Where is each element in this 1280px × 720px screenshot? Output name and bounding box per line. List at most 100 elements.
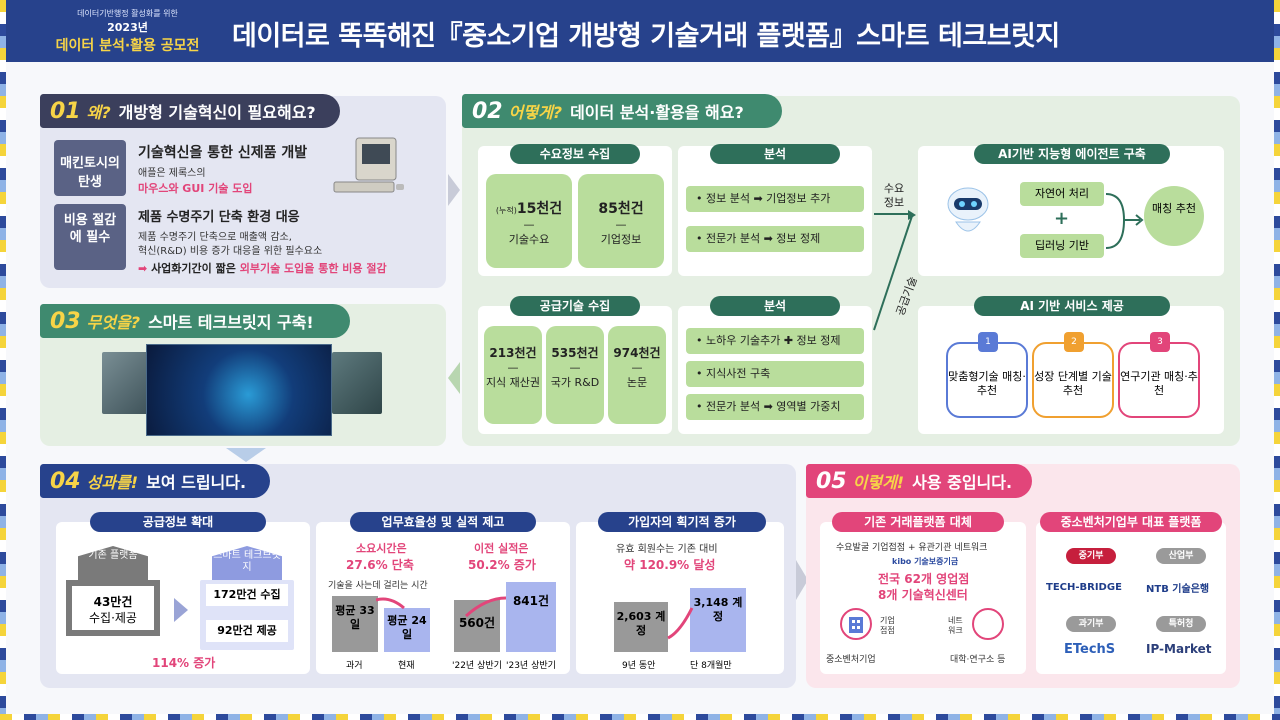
page-title: 데이터로 똑똑해진『중소기업 개방형 기술거래 플랫폼』스마트 테크브릿지 — [232, 21, 1060, 52]
match-circle: 매칭 추천 — [1144, 186, 1204, 246]
section-how-key: 어떻게? — [508, 103, 563, 122]
analysis-step-4: • 지식사전 구축 — [686, 361, 864, 387]
header-bar: 데이터기반행정 활성화를 위한 2023년 데이터 분석·활용 공모전 데이터로… — [0, 0, 1280, 62]
new-provided: 92만건 제공 — [206, 620, 288, 642]
contest-title: 데이터 분석·활용 공모전 — [55, 38, 200, 54]
ip-market-logo: IP-Market — [1146, 642, 1212, 656]
perf-increase: 50.2% 증가 — [468, 558, 536, 572]
line-mouse-gui: 마우스와 GUI 기술 도입 — [138, 182, 253, 195]
contest-badge: 데이터기반행정 활성화를 위한 2023년 데이터 분석·활용 공모전 — [40, 8, 215, 55]
line-apple: 애플은 제록스의 — [138, 168, 206, 179]
service-1: 맞춤형기술 매칭·추천 — [946, 342, 1028, 418]
network-caption: 수요발굴 기업접점 + 유관기관 네트워크 — [836, 543, 988, 553]
bar-2022-label: '22년 상반기 — [452, 661, 502, 671]
demand-stat-2: 85천건—기업정보 — [578, 174, 664, 268]
arrow-right-icon-2 — [796, 560, 808, 600]
mss-tag: 중기부 — [1066, 548, 1116, 564]
analysis-pill-2: 분석 — [710, 296, 840, 316]
screenshot-right — [332, 352, 382, 414]
ntb-logo: NTB 기술은행 — [1146, 584, 1210, 595]
supply-stat-3: 974천건—논문 — [608, 326, 666, 424]
section-why-key: 왜? — [86, 103, 111, 122]
nlp-box: 자연어 처리 — [1020, 182, 1104, 206]
plus-icon: + — [1054, 208, 1070, 229]
contest-subtitle: 데이터기반행정 활성화를 위한 — [77, 9, 178, 18]
new-collected: 172만건 수집 — [206, 584, 288, 606]
univ-label: 대학·연구소 등 — [950, 655, 1006, 665]
arrow-right-icon — [448, 174, 460, 206]
touch-label: 기업 접점 — [880, 616, 895, 635]
line-rd-cost: 혁신(R&D) 비용 증가 대응을 위한 필수요소 — [138, 246, 323, 257]
robot-icon — [936, 180, 1000, 244]
center-count: 8개 기술혁신센터 — [878, 588, 968, 602]
demand-pill: 수요정보 수집 — [510, 144, 640, 164]
platform-screenshot[interactable] — [146, 344, 332, 436]
service-1-num: 1 — [978, 332, 998, 352]
bottom-border — [0, 714, 1280, 720]
members-curve — [667, 607, 694, 640]
ai-service-pill: AI 기반 서비스 제공 — [974, 296, 1170, 316]
sme-label: 중소벤처기업 — [826, 655, 876, 665]
section-why-text: 개방형 기술혁신이 필요해요? — [118, 103, 316, 122]
members-caption: 유효 회원수는 기존 대비 — [616, 544, 718, 555]
members-rate: 약 120.9% 달성 — [624, 558, 716, 572]
supply-increase: 114% 증가 — [152, 656, 216, 670]
bar-now-label: 현재 — [398, 661, 415, 671]
analysis-step-5: • 전문가 분석 ➡ 영역별 가중치 — [686, 394, 864, 420]
kipo-tag: 특허청 — [1156, 616, 1206, 632]
computer-icon — [326, 136, 408, 198]
time-caption: 기술을 사는데 걸리는 시간 — [328, 581, 428, 591]
service-3: 연구기관 매칭·추천 — [1118, 342, 1200, 418]
result-supply-pill: 공급정보 확대 — [90, 512, 266, 532]
label-demand-info: 수요 정보 — [883, 182, 905, 209]
section-usage-key: 이렇게! — [852, 473, 905, 492]
rep-platform-box — [1036, 522, 1226, 674]
line-short-period: 사업화기간이 짧은 — [151, 262, 236, 275]
supply-pill: 공급기술 수집 — [510, 296, 640, 316]
bar-now: 평균 24일 — [384, 608, 430, 652]
network-label: 네트 워크 — [948, 616, 963, 635]
demand-stat-1: (누적)15천건—기술수요 — [486, 174, 572, 268]
bar-2023-label: '23년 상반기 — [506, 661, 556, 671]
section-what-text: 스마트 테크브릿지 구축! — [148, 313, 314, 332]
section-results-header: 04 성과를! 보여 드립니다. — [40, 464, 270, 498]
bar-2023: 841건 — [506, 582, 556, 652]
perf-label: 이전 실적은 — [474, 542, 529, 555]
service-2-num: 2 — [1064, 332, 1084, 352]
arrow-down-icon — [226, 448, 266, 462]
section-how-header: 02 어떻게? 데이터 분석·활용을 해요? — [462, 94, 782, 128]
right-border — [1274, 0, 1280, 720]
kibo-logo: kibo 기술보증기금 — [892, 557, 959, 566]
bar-8months-label: 단 8개월만 — [690, 661, 732, 671]
section-results-key: 성과를! — [86, 473, 139, 492]
tag-macintosh: 매킨토시의 탄생 — [54, 140, 126, 196]
line-external-tech: 외부기술 도입을 통한 비용 절감 — [239, 262, 387, 275]
supply-stat-2: 535천건—국가 R&D — [546, 326, 604, 424]
section-usage-header: 05 이렇게! 사용 중입니다. — [806, 464, 1032, 498]
branch-count: 전국 62개 영업점 — [878, 572, 970, 586]
analysis-step-1: • 정보 분석 ➡ 기업정보 추가 — [686, 186, 864, 212]
analysis-step-2: • 전문가 분석 ➡ 정보 정제 — [686, 226, 864, 252]
motie-tag: 산업부 — [1156, 548, 1206, 564]
efficiency-curves — [376, 596, 507, 618]
flow-arrows — [873, 210, 916, 331]
msit-tag: 과기부 — [1066, 616, 1116, 632]
section-usage-num: 05 — [816, 468, 847, 494]
bar-9years: 2,603 계정 — [614, 602, 668, 652]
section-what-header: 03 무엇을? 스마트 테크브릿지 구축! — [40, 304, 350, 338]
sme-building-icon — [840, 608, 872, 640]
arrow-left-icon — [448, 362, 460, 394]
service-3-num: 3 — [1150, 332, 1170, 352]
ai-agent-pill: AI기반 지능형 에이전트 구축 — [974, 144, 1170, 164]
section-why-num: 01 — [50, 98, 81, 124]
ai-service-box — [918, 306, 1224, 434]
tag-cost: 비용 절감에 필수 — [54, 204, 126, 270]
line-sales-drop: 제품 수명주기 단축으로 매출액 감소, — [138, 232, 292, 243]
analysis-step-3: • 노하우 기술추가 ✚ 정보 정제 — [686, 328, 864, 354]
analysis-pill-1: 분석 — [710, 144, 840, 164]
section-why-header: 01 왜? 개방형 기술혁신이 필요해요? — [40, 94, 340, 128]
bar-past: 평균 33일 — [332, 596, 378, 652]
result-members-box — [576, 522, 784, 674]
result-efficiency-pill: 업무효율성 및 실적 제고 — [350, 512, 536, 532]
arrow-icon: ➡ — [138, 262, 148, 275]
